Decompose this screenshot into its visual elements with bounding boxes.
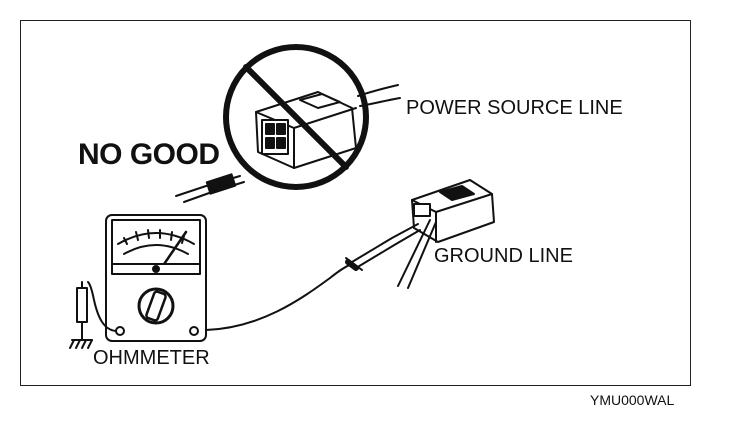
ohmmeter-icon [105,214,207,342]
meter-lead-right [205,263,353,331]
ground-wire-2 [407,221,437,289]
ground-symbol-icon [69,339,93,349]
ground-line-label: GROUND LINE [434,245,573,267]
figure-code: YMU000WAL [590,392,675,408]
probe-tip-upper [205,173,237,195]
probe-ground [345,223,421,271]
connector-icon-ground [397,179,495,289]
prohibition-circle-icon [223,44,369,190]
no-good-label: NO GOOD [78,138,220,171]
left-probe [76,281,117,341]
ohmmeter-label: OHMMETER [93,347,210,369]
figure-frame [20,20,691,386]
prohibited-connection-group [175,44,401,203]
power-source-line-label: POWER SOURCE LINE [406,97,623,119]
ground-wire-1 [397,219,431,287]
